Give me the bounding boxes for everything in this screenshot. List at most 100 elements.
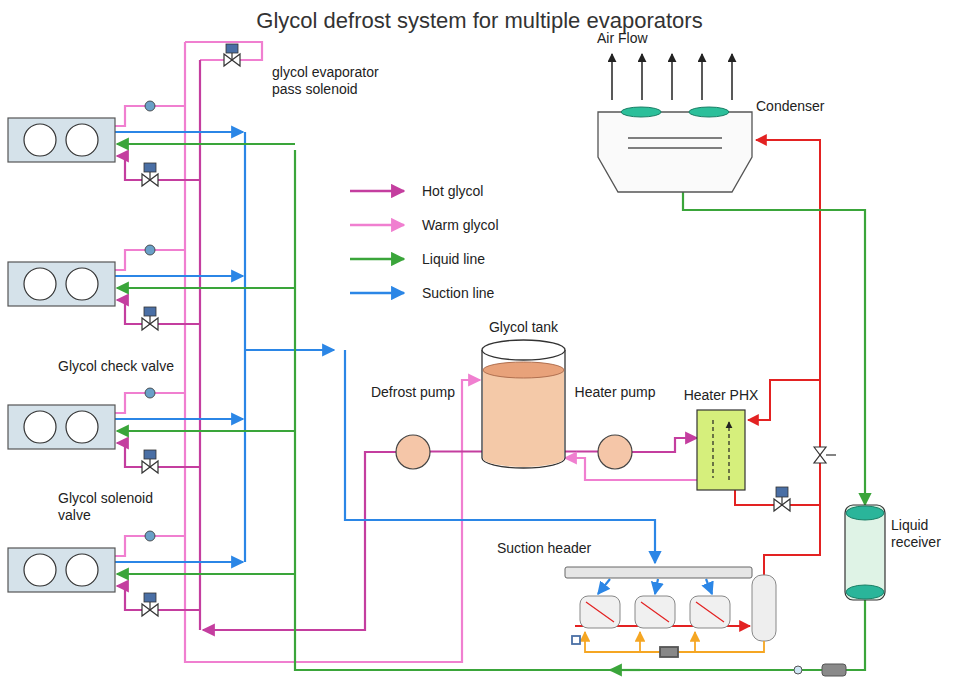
evaporator-unit [24, 268, 56, 300]
evaporator-unit [145, 388, 155, 398]
air-flow-arrows [612, 54, 732, 100]
legend-text: Hot glycol [422, 182, 483, 200]
evaporator-unit [24, 124, 56, 156]
discharge-valves [776, 487, 788, 497]
evaporator-unit [66, 124, 98, 156]
hot-glycol-pipe [200, 60, 396, 630]
compressors [586, 602, 724, 622]
pipe-connector [632, 438, 697, 452]
filter-drier [794, 664, 846, 676]
evaporator-unit [66, 268, 98, 300]
evaporator-unit [149, 316, 150, 324]
legend-text: Liquid line [422, 250, 485, 268]
oil-return-line [572, 636, 580, 644]
legend-line-sample [346, 182, 410, 200]
air-flow-label: Air Flow [597, 30, 648, 47]
suction-pipe [655, 579, 658, 594]
legend-line-sample [350, 292, 404, 294]
evaporator-unit [149, 459, 150, 467]
suction-pipe [245, 132, 712, 594]
pump-circle: Defrost pump [396, 435, 430, 469]
filter-drier [822, 664, 846, 676]
phx-outline [697, 410, 745, 490]
receiver-cap [846, 506, 884, 520]
legend-line-sample [350, 258, 404, 260]
evaporator-unit [144, 450, 156, 459]
evaporator-unit [145, 531, 155, 541]
air-flow-arrows [641, 54, 643, 100]
node-label: Heater PHX [684, 387, 759, 404]
glycol-tank: Glycol tank [482, 340, 565, 468]
evaporator-unit [144, 307, 156, 316]
oil-return-line [639, 632, 641, 652]
liquid-receiver: Liquid receiver [845, 505, 885, 600]
filter-drier [794, 666, 802, 674]
valve-label: Glycol check valve [58, 358, 174, 375]
evaporator-unit [117, 287, 295, 289]
oil-separator [752, 575, 776, 641]
liquid-pipe [610, 669, 640, 671]
pump-circle: Heater pump [598, 435, 632, 469]
node-shape [396, 435, 430, 469]
liquid-pipe [295, 150, 865, 670]
evaporator-unit [24, 554, 56, 586]
node-label: Defrost pump [371, 384, 455, 401]
discharge-pipe [756, 140, 820, 575]
receiver-cap [846, 585, 884, 599]
evaporator-unit [8, 531, 295, 616]
evaporator-unit [8, 245, 295, 330]
air-flow-arrows [671, 54, 673, 100]
pipe-connector [683, 192, 865, 505]
suction-header: Suction header [565, 567, 752, 578]
discharge-valves [774, 447, 836, 511]
oil-return-line [660, 647, 678, 657]
heat-exchanger: Heater PHX [697, 410, 745, 490]
evaporator-unit [115, 561, 243, 563]
discharge-valves [826, 454, 836, 455]
phx-flow [713, 420, 729, 480]
evaporator-unit [149, 602, 150, 610]
evaporator-unit [8, 262, 115, 306]
diagram-title: Glycol defrost system for multiple evapo… [0, 8, 959, 34]
suction-pipe [706, 579, 712, 594]
suction-pipe [598, 579, 610, 594]
liquid-pipe [295, 150, 865, 670]
node-shape [565, 567, 752, 578]
pass-solenoid-valve [226, 44, 238, 53]
evaporator-unit [66, 554, 98, 586]
evaporator-unit [115, 275, 243, 277]
hot-glycol-pipe [199, 60, 201, 630]
discharge-pipe [575, 140, 820, 626]
legend-line-sample [346, 284, 410, 302]
evaporator-unit [145, 245, 155, 255]
tank-body [482, 350, 565, 468]
valve-label: glycol evaporator pass solenoid [272, 64, 402, 98]
evaporator-unit [8, 118, 115, 162]
oil-separator [752, 575, 776, 641]
tank-liquid-surface [483, 362, 564, 378]
evaporators [8, 101, 295, 616]
node-shape [697, 410, 745, 490]
condenser-fan [621, 107, 661, 117]
pipe-connector [565, 450, 598, 452]
evaporator-unit [117, 573, 295, 575]
node-label: Suction header [497, 540, 591, 557]
valve-label: Glycol solenoid valve [58, 490, 176, 524]
air-flow-arrows [611, 54, 613, 100]
oil-return-line [572, 632, 764, 657]
node-label: Condenser [756, 98, 825, 115]
pipe-connector [565, 458, 697, 480]
pump-outline [598, 435, 632, 469]
evaporator-unit [144, 593, 156, 602]
condenser-coil [628, 138, 722, 148]
legend-line-sample [350, 190, 404, 192]
condenser-unit: Condenser [598, 112, 752, 192]
legend-text: Warm glycol [422, 216, 499, 234]
air-flow-arrows [701, 54, 703, 100]
discharge-valves [781, 497, 782, 505]
evaporator-unit [8, 405, 115, 449]
evaporator-unit [117, 430, 295, 432]
legend-line-sample [346, 250, 410, 268]
warm-glycol-pipe [185, 42, 480, 662]
